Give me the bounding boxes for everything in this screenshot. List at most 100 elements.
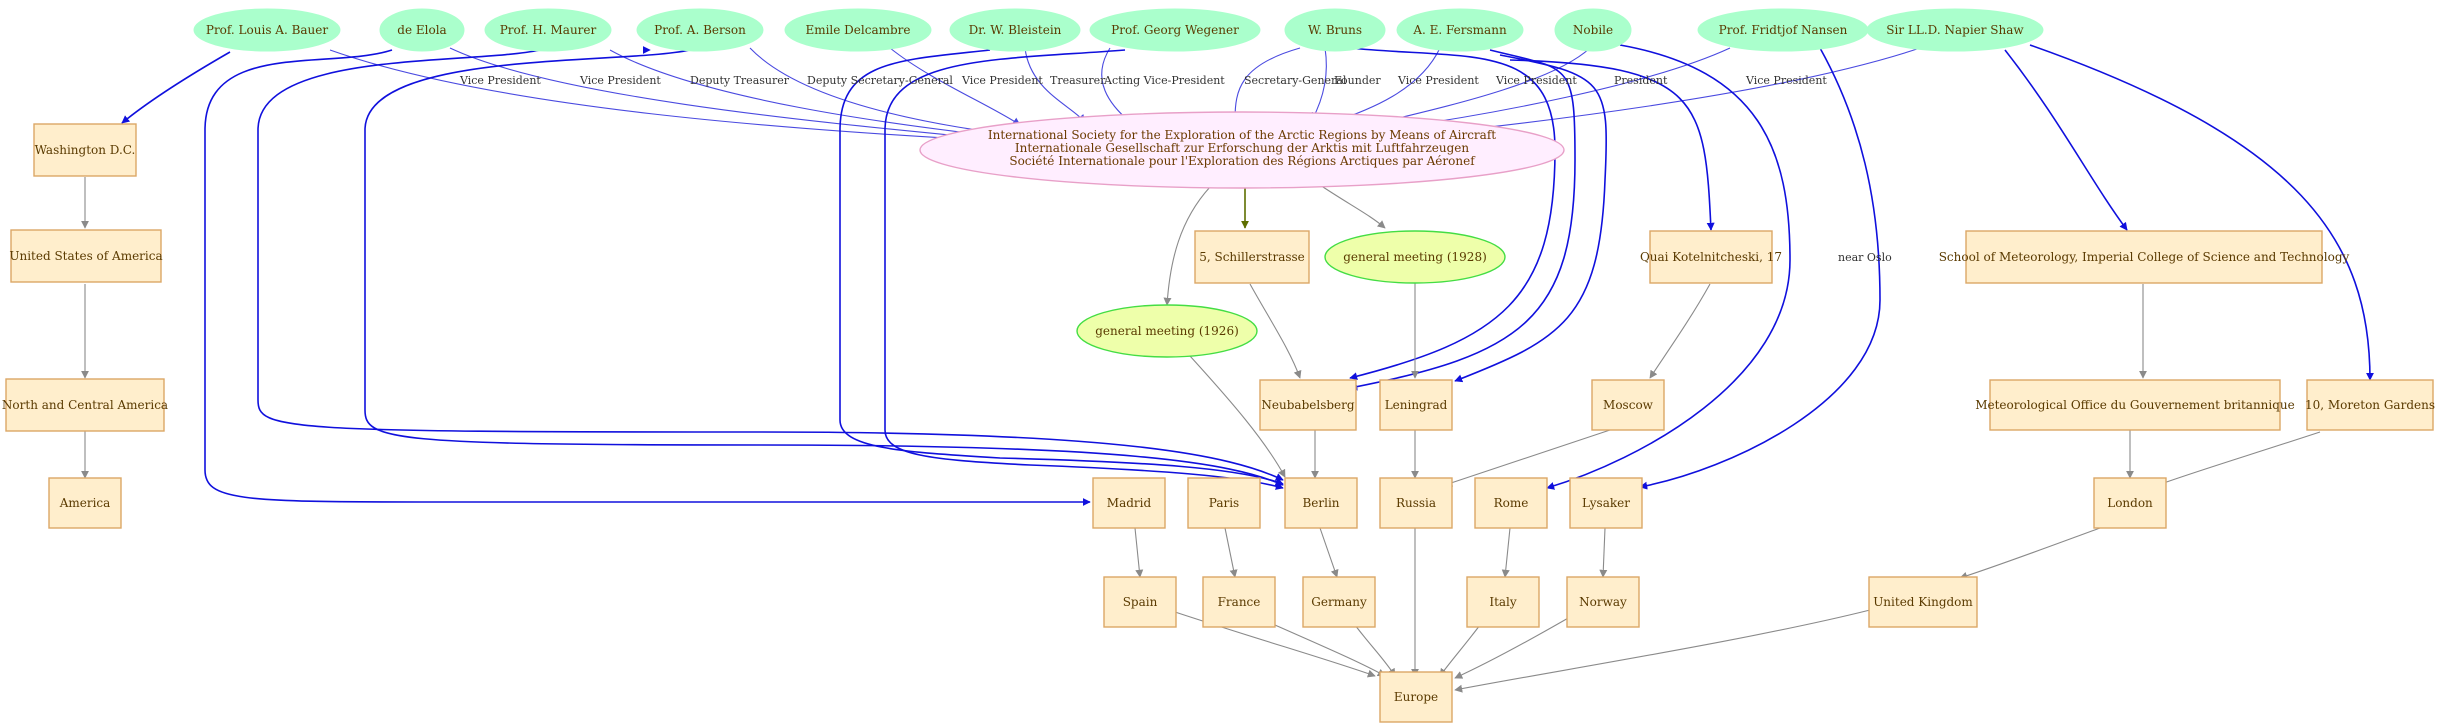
place-neubabelsberg-label: Neubabelsberg [1261,398,1354,412]
label-bleistein-role: Treasurer [1050,74,1106,87]
place-germany[interactable]: Germany [1302,576,1376,628]
place-neubabelsberg-box [1259,379,1357,431]
person-bruns[interactable]: W. Bruns [1284,8,1386,52]
person-bleistein-label: Dr. W. Bleistein [969,23,1062,37]
label-shaw-role: Vice President [1745,74,1827,87]
edge-bleistein-berlin [839,49,1284,486]
person-bauer[interactable]: Prof. Louis A. Bauer [193,8,341,52]
person-shaw[interactable]: Sir LL.D. Napier Shaw [1866,8,2044,52]
place-rome-label: Rome [1494,496,1529,510]
person-nansen[interactable]: Prof. Fridtjof Nansen [1697,8,1869,52]
place-leningrad-label: Leningrad [1385,398,1448,412]
place-germany-label: Germany [1311,595,1367,609]
place-school[interactable]: School of Meteorology, Imperial College … [1939,230,2350,284]
person-fersmann-label: A. E. Fersmann [1412,23,1507,37]
person-elola[interactable]: de Elola [379,8,465,52]
edge-bauer-washington [121,51,231,124]
label-bruns-role2: Founder [1334,74,1381,87]
place-neubabelsberg[interactable]: Neubabelsberg [1259,379,1357,431]
place-usa-box [10,229,162,283]
place-lysaker[interactable]: Lysaker [1569,477,1643,529]
person-nobile[interactable]: Nobile [1554,8,1632,52]
person-berson-shape [636,8,764,52]
place-berlin[interactable]: Berlin [1284,477,1358,529]
place-america-box [48,477,122,529]
person-bauer-label: Prof. Louis A. Bauer [206,23,329,37]
place-france[interactable]: France [1202,576,1276,628]
edge-fersmann-quai [1509,59,1715,231]
place-america-label: America [59,496,111,510]
person-shaw-label: Sir LL.D. Napier Shaw [1886,23,2024,37]
place-metoffice[interactable]: Meteorological Office du Gouvernement br… [1975,379,2295,431]
place-rome[interactable]: Rome [1474,477,1548,529]
place-uk[interactable]: United Kingdom [1868,576,1978,628]
place-russia-label: Russia [1396,496,1436,510]
person-fersmann[interactable]: A. E. Fersmann [1396,8,1524,52]
place-europe-label: Europe [1394,690,1438,704]
person-bruns-label: W. Bruns [1308,23,1362,37]
place-europe-box [1379,671,1453,723]
place-berlin-box [1284,477,1358,529]
place-paris-box [1187,477,1261,529]
place-europe[interactable]: Europe [1379,671,1453,723]
person-wegener[interactable]: Prof. Georg Wegener [1089,8,1261,52]
person-delcambre[interactable]: Emile Delcambre [784,8,932,52]
place-washington[interactable]: Washington D.C. [33,123,137,177]
place-london-box [2093,477,2167,529]
place-moscow[interactable]: Moscow [1591,379,1665,431]
edge-org-meeting1928 [1319,184,1386,229]
person-bleistein[interactable]: Dr. W. Bleistein [949,8,1081,52]
place-spain[interactable]: Spain [1103,576,1177,628]
person-elola-label: de Elola [397,23,446,37]
place-russia[interactable]: Russia [1379,477,1453,529]
place-madrid[interactable]: Madrid [1092,477,1166,529]
edge-quai-moscow [1649,283,1711,379]
meeting-nodes: general meeting (1928) general meeting (… [1076,230,1506,358]
place-norway-box [1566,576,1640,628]
edge-bruns-org-secretary [1231,47,1301,121]
place-schiller[interactable]: 5, Schillerstrasse [1194,230,1310,284]
edge-maurer-berlin [257,49,1284,481]
place-moreton-label: 10, Moreton Gardens [2305,398,2435,412]
label-elola-role: Vice President [579,74,661,87]
place-norway[interactable]: Norway [1566,576,1640,628]
person-maurer[interactable]: Prof. H. Maurer [484,8,612,52]
place-uk-label: United Kingdom [1873,595,1973,609]
place-moreton[interactable]: 10, Moreton Gardens [2305,379,2435,431]
label-nansen-place: near Oslo [1838,251,1892,264]
place-leningrad[interactable]: Leningrad [1379,379,1453,431]
edge-nansen-lysaker [1639,47,1881,490]
place-italy[interactable]: Italy [1466,576,1540,628]
label-fersmann-role: Vice President [1397,74,1479,87]
place-nca[interactable]: North and Central America [2,378,168,432]
person-berson[interactable]: Prof. A. Berson [636,8,764,52]
meeting-1928-label: general meeting (1928) [1343,250,1487,264]
place-washington-label: Washington D.C. [35,143,136,157]
edge-fersmann-leningrad [1454,54,1608,383]
place-paris[interactable]: Paris [1187,477,1261,529]
place-metoffice-box [1989,379,2281,431]
place-quai[interactable]: Quai Kotelnitcheski, 17 [1640,230,1782,284]
place-london-label: London [2107,496,2153,510]
place-madrid-box [1092,477,1166,529]
place-america[interactable]: America [48,477,122,529]
place-italy-label: Italy [1489,595,1517,609]
place-usa[interactable]: United States of America [9,229,163,283]
meeting-1928[interactable]: general meeting (1928) [1324,230,1506,284]
place-spain-label: Spain [1123,595,1158,609]
place-london[interactable]: London [2093,477,2167,529]
label-berson-role: Deputy Secretary-General [807,74,953,87]
place-moscow-box [1591,379,1665,431]
edge-wegener-berlin [884,49,1284,490]
place-moreton-box [2306,379,2434,431]
edge-moscow-russia [1444,429,1611,487]
organization-node[interactable]: International Society for the Exploratio… [919,111,1565,189]
meeting-1926[interactable]: general meeting (1926) [1076,304,1258,358]
label-bauer-role: Vice President [459,74,541,87]
place-nca-label: North and Central America [2,398,168,412]
edge-bruns-neubabelsberg [1349,47,1556,381]
edge-labels: Vice President Vice President Deputy Tre… [459,74,1892,264]
place-russia-box [1379,477,1453,529]
place-lysaker-box [1569,477,1643,529]
